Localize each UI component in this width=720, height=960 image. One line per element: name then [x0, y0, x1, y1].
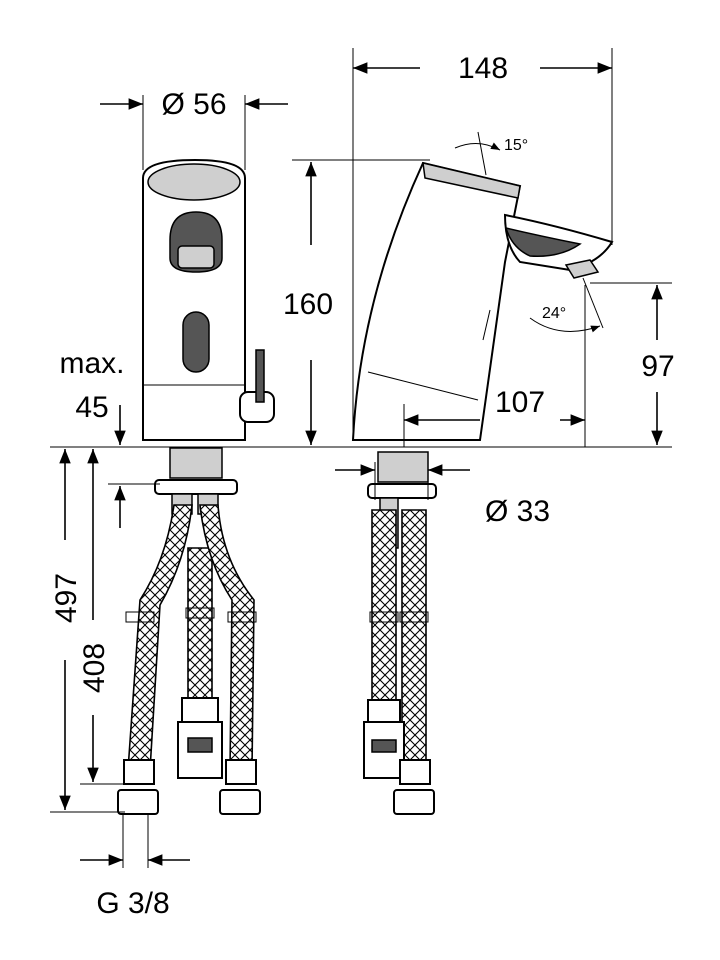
dim-label-angle-24: 24° — [542, 305, 566, 322]
front-top-cap — [147, 163, 241, 201]
dim-label-160: 160 — [283, 288, 333, 321]
front-nut-left — [123, 759, 155, 785]
dim-label-107: 107 — [495, 386, 545, 419]
dim-label-diameter-56: Ø 56 — [161, 88, 226, 121]
dim-label-497: 497 — [50, 573, 83, 623]
front-valve-block — [181, 697, 219, 725]
front-mount-nut — [169, 447, 223, 479]
dim-label-148: 148 — [458, 52, 508, 85]
dim-label-angle-15: 15° — [504, 137, 528, 154]
dim-label-max: max. — [59, 347, 124, 380]
dimension-lines — [50, 48, 672, 868]
dim-label-45: 45 — [75, 391, 108, 424]
dim-label-g38: G 3/8 — [96, 887, 169, 920]
side-mount-nut — [377, 451, 429, 483]
dim-label-97: 97 — [641, 350, 674, 383]
side-aerator — [564, 259, 600, 279]
front-nut-right — [225, 759, 257, 785]
side-nut — [399, 759, 431, 785]
front-hose-middle — [187, 547, 213, 701]
front-view — [117, 158, 275, 815]
side-valve-block — [367, 699, 401, 725]
dim-label-diameter-33: Ø 33 — [485, 495, 550, 528]
front-faucet-body — [142, 158, 246, 441]
side-hose-front — [401, 509, 427, 771]
side-view — [351, 161, 614, 815]
dim-label-408: 408 — [78, 643, 111, 693]
front-oblong-slot — [182, 311, 210, 373]
